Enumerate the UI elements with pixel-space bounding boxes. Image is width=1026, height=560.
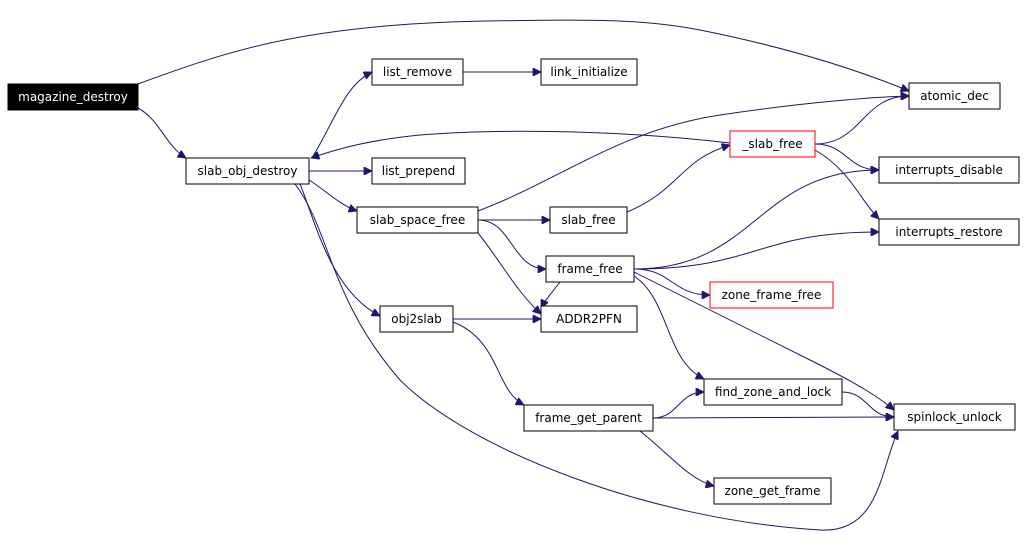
node-box bbox=[540, 58, 638, 86]
node-box bbox=[549, 206, 628, 234]
node-box bbox=[878, 218, 1020, 246]
node-label: zone_get_frame bbox=[725, 484, 821, 498]
node-label: list_remove bbox=[383, 65, 452, 79]
node-label: atomic_dec bbox=[920, 89, 989, 103]
node-label: find_zone_and_lock bbox=[715, 385, 831, 399]
node-slab-space-free[interactable]: slab_space_free bbox=[356, 206, 479, 234]
node-box bbox=[893, 403, 1016, 431]
node-list-remove[interactable]: list_remove bbox=[371, 58, 464, 86]
node-link-initialize[interactable]: link_initialize bbox=[540, 58, 638, 86]
edge-_slab_free-to-slab_obj_destroy bbox=[311, 130, 731, 158]
node-box bbox=[729, 130, 816, 158]
edge-frame_free-to-spinlock_unlock bbox=[633, 271, 894, 410]
node-box bbox=[371, 58, 464, 86]
node-box bbox=[540, 305, 638, 333]
edge-obj2slab-to-frame_get_parent bbox=[452, 321, 524, 406]
node-label: link_initialize bbox=[550, 65, 627, 79]
node-obj2slab[interactable]: obj2slab bbox=[379, 305, 454, 333]
edge-slab_obj_destroy-to-obj2slab bbox=[299, 183, 380, 317]
edge-slab_free-to-_slab_free bbox=[626, 145, 730, 213]
edge-slab_obj_destroy-to-spinlock_unlock bbox=[294, 183, 898, 531]
edge-magazine_destroy-to-atomic_dec bbox=[137, 19, 909, 91]
node-label: ADDR2PFN bbox=[556, 312, 622, 326]
node-atomic-dec[interactable]: atomic_dec bbox=[908, 82, 1001, 110]
node-label: list_prepend bbox=[382, 164, 456, 178]
node-interrupts-disable[interactable]: interrupts_disable bbox=[878, 156, 1020, 184]
edges-layer bbox=[137, 19, 909, 531]
edge-frame_free-to-find_zone_and_lock bbox=[633, 275, 704, 379]
node-box bbox=[523, 404, 654, 432]
edge-find_zone_and_lock-to-spinlock_unlock bbox=[841, 391, 894, 417]
edge-slab_space_free-to-atomic_dec bbox=[477, 96, 909, 212]
node-label: frame_free bbox=[557, 262, 622, 276]
node-box bbox=[703, 378, 843, 406]
edge-_slab_free-to-atomic_dec bbox=[814, 96, 909, 145]
node-box bbox=[878, 156, 1020, 184]
node-frame-free[interactable]: frame_free bbox=[545, 255, 635, 283]
edge-_slab_free-to-interrupts_disable bbox=[814, 143, 879, 170]
edge-frame_get_parent-to-find_zone_and_lock bbox=[652, 392, 704, 419]
edge-frame_get_parent-to-zone_get_frame bbox=[639, 430, 714, 486]
node-label: slab_space_free bbox=[370, 213, 465, 227]
node-label: slab_obj_destroy bbox=[198, 164, 298, 178]
node-slab-free[interactable]: _slab_free bbox=[729, 130, 816, 158]
node-zone-get-frame[interactable]: zone_get_frame bbox=[713, 477, 832, 505]
edge-slab_space_free-to-frame_free bbox=[477, 219, 546, 269]
node-label: interrupts_restore bbox=[895, 225, 1002, 239]
node-list-prepend[interactable]: list_prepend bbox=[371, 157, 466, 185]
edge-frame_free-to-interrupts_disable bbox=[633, 170, 879, 270]
edge-slab_space_free-to-ADDR2PFN bbox=[477, 232, 541, 314]
edge-_slab_free-to-interrupts_restore bbox=[814, 149, 879, 219]
node-box bbox=[713, 477, 832, 505]
node-label: zone_frame_free bbox=[722, 288, 822, 302]
node-box bbox=[545, 255, 635, 283]
node-interrupts-restore[interactable]: interrupts_restore bbox=[878, 218, 1020, 246]
edge-slab_obj_destroy-to-slab_space_free bbox=[308, 179, 357, 211]
node-ADDR2PFN[interactable]: ADDR2PFN bbox=[540, 305, 638, 333]
edge-slab_obj_destroy-to-list_remove bbox=[311, 72, 372, 159]
nodes-layer: magazine_destroy slab_obj_destroy list_rem… bbox=[7, 58, 1020, 505]
node-box bbox=[379, 305, 454, 333]
node-magazine-destroy[interactable]: magazine_destroy bbox=[7, 83, 139, 111]
node-slab-obj-destroy[interactable]: slab_obj_destroy bbox=[185, 157, 310, 185]
edge-frame_get_parent-to-spinlock_unlock bbox=[652, 417, 894, 418]
node-box bbox=[356, 206, 479, 234]
node-frame-get-parent[interactable]: frame_get_parent bbox=[523, 404, 654, 432]
node-slab-free[interactable]: slab_free bbox=[549, 206, 628, 234]
node-box bbox=[185, 157, 310, 185]
node-box bbox=[7, 83, 139, 111]
node-label: spinlock_unlock bbox=[907, 410, 1002, 424]
node-zone-frame-free[interactable]: zone_frame_free bbox=[709, 281, 834, 309]
node-label: slab_free bbox=[561, 213, 615, 227]
node-spinlock-unlock[interactable]: spinlock_unlock bbox=[893, 403, 1016, 431]
edge-frame_free-to-ADDR2PFN bbox=[540, 281, 561, 308]
node-box bbox=[908, 82, 1001, 110]
edge-magazine_destroy-to-slab_obj_destroy bbox=[137, 107, 186, 158]
node-label: obj2slab bbox=[391, 312, 441, 326]
node-find-zone-and-lock[interactable]: find_zone_and_lock bbox=[703, 378, 843, 406]
node-label: _slab_free bbox=[741, 137, 802, 151]
node-label: frame_get_parent bbox=[535, 411, 642, 425]
edge-frame_free-to-zone_frame_free bbox=[633, 268, 710, 295]
node-label: magazine_destroy bbox=[18, 90, 128, 104]
node-box bbox=[371, 157, 466, 185]
node-label: interrupts_disable bbox=[895, 163, 1003, 177]
edge-frame_free-to-interrupts_restore bbox=[633, 232, 879, 270]
node-box bbox=[709, 281, 834, 309]
